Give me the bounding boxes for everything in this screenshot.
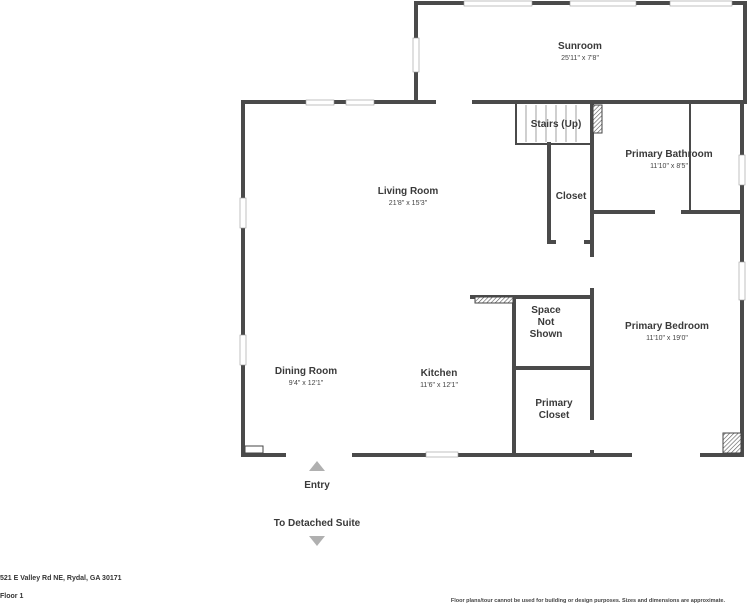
room-dining-name: Dining Room (275, 366, 337, 377)
hatched-column-stairs (592, 104, 603, 134)
detached-suite-arrow-icon (309, 536, 325, 546)
room-kitchen-name: Kitchen (421, 368, 458, 379)
room-stairs-name: Stairs (Up) (531, 119, 582, 130)
room-primary-bedroom-dims: 11'10" x 19'0" (646, 335, 688, 342)
walls (241, 1, 747, 457)
room-sunroom-dims: 25'11" x 7'8" (561, 55, 599, 62)
entry-arrow-icon (309, 461, 325, 471)
room-living-name: Living Room (378, 186, 439, 197)
room-dining-dims: 9'4" x 12'1" (289, 380, 324, 387)
room-sunroom-name: Sunroom (558, 41, 602, 52)
windows (239, 0, 746, 458)
footer-disclaimer: Floor plans/tour cannot be used for buil… (450, 598, 725, 604)
room-living-dims: 21'8" x 15'3" (389, 200, 428, 207)
room-space-not-shown-3: Shown (530, 329, 563, 340)
room-kitchen-dims: 11'6" x 12'1" (420, 382, 458, 389)
detached-suite-label: To Detached Suite (274, 518, 361, 529)
room-space-not-shown-2: Not (538, 317, 555, 328)
hatched-ledge (474, 296, 514, 304)
room-primary-bath-dims: 11'10" x 8'5" (650, 163, 688, 170)
room-space-not-shown-1: Space (531, 305, 561, 316)
hatched-column-bedroom (722, 432, 742, 454)
room-primary-closet-2: Closet (539, 410, 570, 421)
room-primary-bedroom-name: Primary Bedroom (625, 321, 709, 332)
stair-treads (525, 105, 577, 142)
room-primary-bath-name: Primary Bathroom (625, 149, 712, 160)
room-closet-name: Closet (556, 191, 587, 202)
room-primary-closet-1: Primary (535, 398, 573, 409)
footer-address: 521 E Valley Rd NE, Rydal, GA 30171 (0, 575, 122, 582)
entry-label: Entry (304, 480, 330, 491)
footer-floor: Floor 1 (0, 593, 24, 600)
corner-block (244, 445, 264, 454)
